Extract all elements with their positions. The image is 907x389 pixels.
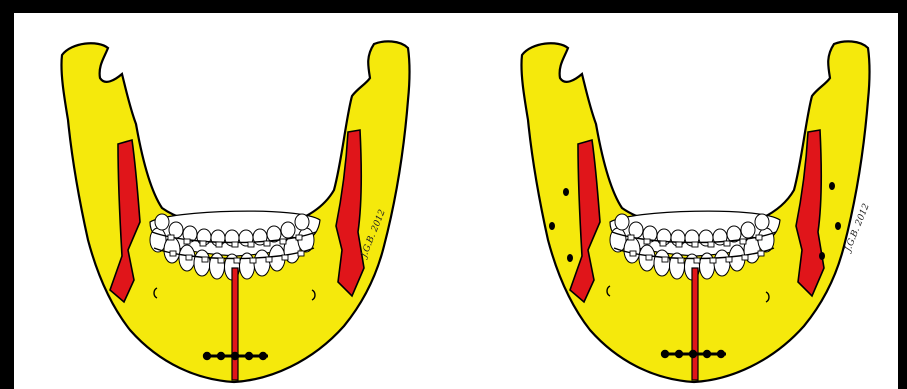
mandible-left: J.G.B. 2012 [61, 41, 409, 382]
mandible-right: J.G.B. 2012 [521, 41, 871, 382]
screw [829, 182, 835, 190]
symphysis-osteotomy-right [692, 268, 698, 380]
screw [567, 254, 573, 262]
screw [563, 188, 569, 196]
screw [835, 222, 841, 230]
screw [819, 252, 825, 260]
symphysis-osteotomy-left [232, 268, 238, 380]
screw [549, 222, 555, 230]
